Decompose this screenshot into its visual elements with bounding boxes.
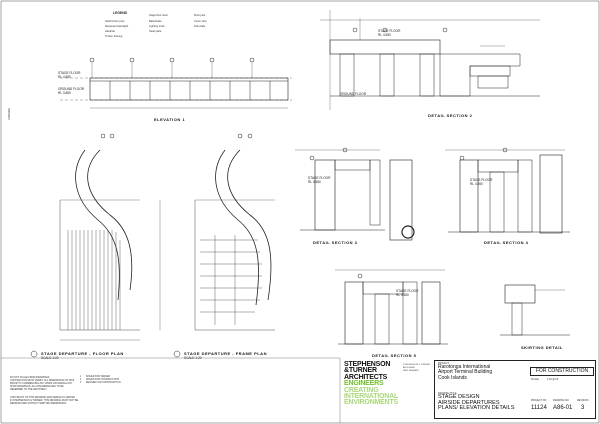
legend-item: Timber framing xyxy=(105,35,123,38)
view-scale: SCALE 1:20 xyxy=(184,356,202,360)
level-label: STAGE FLOOR xyxy=(58,71,81,75)
firm-logo: STEPHENSON &TURNER ARCHITECTS ENGINEERS … xyxy=(344,361,399,407)
revision-number: 1 xyxy=(80,376,82,378)
view-title-detail-2: DETAIL SECTION 2 xyxy=(428,113,473,118)
project-line: Rarotonga International xyxy=(438,364,491,370)
level-value: RL 4.550 xyxy=(378,33,391,37)
revision-number: 2 xyxy=(80,379,82,382)
logo-line: STEPHENSON xyxy=(344,361,391,368)
scale-label: SCALE xyxy=(531,378,539,381)
revision-number: 3 xyxy=(80,382,82,385)
view-title-detail-5: DETAIL SECTION 5 xyxy=(372,353,417,358)
view-title-elevation: ELEVATION 1 xyxy=(154,117,186,122)
construction-stamp: FOR CONSTRUCTION xyxy=(530,367,594,376)
revision-description: REVISED FOR CONSTRUCTION xyxy=(85,382,121,385)
logo-line: &TURNER xyxy=(344,367,377,375)
revision-description: ISSUED FOR TENDER xyxy=(85,376,110,378)
level-label: STAGE FLOOR xyxy=(378,29,401,33)
view-title-detail-4: DETAIL SECTION 4 xyxy=(484,240,529,245)
logo-line: INTERNATIONAL xyxy=(344,393,399,401)
legend-item: Lighting track xyxy=(149,25,165,28)
title-block: PROJECT Rarotonga International Airport … xyxy=(434,360,596,419)
scale-value: 1:20 @ A3 xyxy=(547,378,559,381)
view-title-frame-plan: STAGE DEPARTURE - FRAME PLAN xyxy=(184,351,267,356)
legend-item: Kick plate xyxy=(194,25,206,28)
legend-item: Cover strip xyxy=(194,20,207,23)
project-number-label: PROJECT NO xyxy=(531,399,547,402)
level-value: RL 4.550 xyxy=(58,75,71,79)
drawing-title: STAGE DESIGN AIRSIDE DEPARTURES PLANS/ E… xyxy=(438,394,515,412)
legend-item: Balustrade xyxy=(149,20,162,23)
level-label: GROUND FLOOR xyxy=(58,87,85,91)
view-scale: SCALE 1:20 xyxy=(41,356,59,360)
legend: LEGEND Solid timber post Recessed downli… xyxy=(99,10,244,44)
logo-line: CREATING xyxy=(344,386,379,394)
project-label: PROJECT xyxy=(438,362,450,365)
level-value: RL 3.850 xyxy=(58,91,71,95)
level-value: RL 4.550 xyxy=(396,293,409,297)
project-name: Rarotonga International Airport Terminal… xyxy=(438,364,493,381)
level-label: STAGE FLOOR xyxy=(396,289,419,293)
level-label: STAGE FLOOR xyxy=(308,176,331,180)
revision-table: 1 ISSUED FOR TENDER 2 ISSUED FOR CONSTRU… xyxy=(80,376,190,386)
project-number: 11124 xyxy=(531,405,547,411)
title-line: PLANS/ ELEVATION DETAILS xyxy=(438,405,515,412)
project-line: Cook Islands xyxy=(438,374,467,381)
general-notes: DO NOT SCALE FROM DRAWINGS. CONTRACTOR M… xyxy=(10,376,75,392)
logo-line: ARCHITECTS xyxy=(344,373,388,381)
title-line: STAGE DESIGN xyxy=(438,394,480,400)
legend-item: Solid timber post xyxy=(105,20,125,23)
view-title-skirting: SKIRTING DETAIL xyxy=(521,345,563,350)
title-line: AIRSIDE DEPARTURES xyxy=(438,399,500,406)
margin-note: AIRSIDE xyxy=(7,107,11,120)
title-label: DRAWING TITLE xyxy=(438,392,457,395)
office-address: STEPHENSON & TURNER AUCKLAND NEW ZEALAND xyxy=(403,364,430,372)
drawing-number: A86-01 xyxy=(553,405,573,411)
revision-number: 3 xyxy=(581,405,585,411)
legend-title: LEGEND xyxy=(113,11,128,15)
copyright-notes: COPYRIGHT OF THIS DRAWING AND DESIGN IS … xyxy=(10,396,79,406)
level-label: GROUND FLOOR xyxy=(340,92,367,96)
legend-item: Floor joist xyxy=(194,14,206,17)
level-value: RL 4.550 xyxy=(308,180,321,184)
level-value: RL 4.550 xyxy=(470,182,483,186)
revision-label: REVISION xyxy=(577,399,589,402)
project-line: Airport Terminal Building xyxy=(438,369,493,376)
view-title-detail-3: DETAIL SECTION 3 xyxy=(313,240,358,245)
revision-row: 3 REVISED FOR CONSTRUCTION xyxy=(80,382,190,385)
revision-row: 1 ISSUED FOR TENDER xyxy=(80,376,190,379)
logo-line: ENVIRONMENTS xyxy=(344,399,398,407)
legend-item: Steel plate xyxy=(149,30,162,33)
level-label: STAGE FLOOR xyxy=(470,178,493,182)
legend-item: Stage floor level xyxy=(149,14,168,17)
drawing-number-label: DRAWING NO xyxy=(553,399,569,402)
revision-row: 2 ISSUED FOR CONSTRUCTION xyxy=(80,379,190,382)
legend-item: Handrail xyxy=(105,30,115,33)
logo-line: ENGINEERS xyxy=(344,380,384,388)
view-title-floor-plan: STAGE DEPARTURE - FLOOR PLAN xyxy=(41,351,124,356)
revision-description: ISSUED FOR CONSTRUCTION xyxy=(85,379,120,382)
legend-item: Recessed downlight xyxy=(105,25,129,28)
